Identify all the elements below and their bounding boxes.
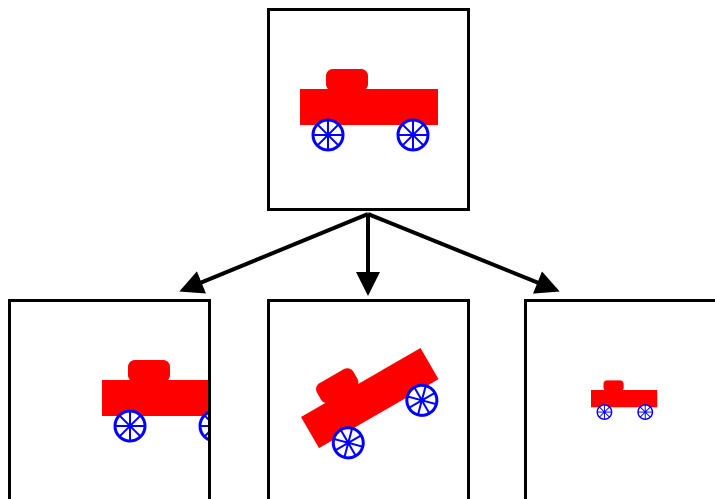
arrows (179, 212, 560, 296)
truck-body (300, 69, 438, 125)
arrow-down-icon (179, 212, 369, 294)
pickup-truck-icon (300, 69, 438, 152)
panel-translated (8, 299, 211, 499)
panel-scaled (524, 299, 715, 499)
panel-rotated (267, 299, 470, 499)
wheel-icon (311, 118, 345, 152)
wheel-icon (396, 118, 430, 152)
arrow-down-icon (367, 212, 560, 294)
panel-original (267, 8, 470, 211)
